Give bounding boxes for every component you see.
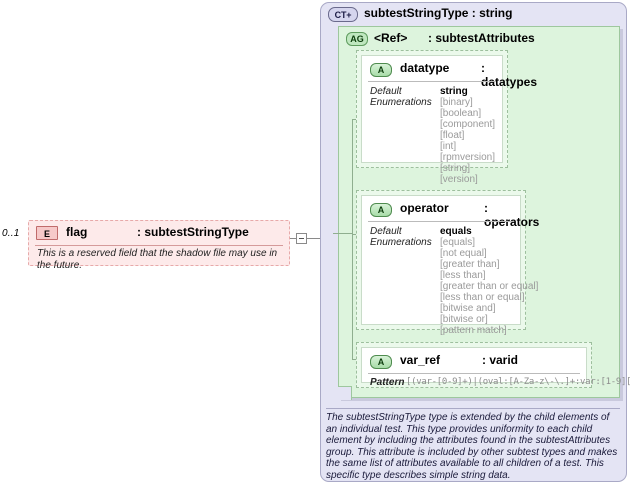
tree-trunk-line: [352, 119, 353, 359]
attribute-group-badge-icon: AG: [346, 32, 368, 46]
attribute-datatype-inner: A datatype : datatypes Default Enumerati…: [361, 55, 537, 185]
attribute-varref-type: : varid: [482, 353, 519, 367]
attribute-datatype-divider: [368, 81, 496, 82]
facet-default-label: Default: [370, 86, 402, 97]
facet-default-value: equals: [440, 226, 472, 237]
tree-entry-line: [333, 233, 352, 234]
attribute-badge-icon: A: [370, 355, 392, 369]
element-flag-header: E flag : subtestStringType: [29, 221, 289, 246]
facet-default-value: string: [440, 86, 468, 97]
element-badge-icon: E: [36, 226, 58, 240]
facet-enumerations-label: Enumerations: [370, 237, 432, 248]
attribute-badge-icon: A: [370, 203, 392, 217]
element-documentation: This is a reserved field that the shadow…: [37, 248, 278, 271]
complex-type-documentation: The subtestStringType type is extended b…: [326, 412, 618, 481]
attribute-varref-name: var_ref: [400, 353, 441, 367]
connector-line-left: [290, 238, 296, 239]
element-divider: [35, 245, 283, 246]
element-name: flag: [66, 225, 88, 239]
attribute-group-notch: [338, 386, 352, 400]
facet-pattern-label: Pattern: [370, 377, 405, 388]
attribute-varref-box[interactable]: A var_ref : varid Pattern [(var-[0-9]+)|…: [356, 342, 630, 388]
facet-enumeration-values: [binary] [boolean] [component] [float] […: [440, 97, 496, 185]
attribute-operator-inner: A operator : operators Default Enumerati…: [361, 195, 539, 336]
attribute-operator-name: operator: [400, 201, 449, 215]
attribute-group-ref-label: <Ref>: [374, 31, 408, 45]
complex-type-badge-icon[interactable]: CT+: [328, 7, 358, 22]
documentation-divider: [326, 408, 620, 409]
complex-type-title: subtestStringType : string: [364, 6, 513, 20]
attribute-operator-divider: [368, 221, 514, 222]
element-flag-box[interactable]: E flag : subtestStringType This is a res…: [28, 220, 290, 271]
attribute-datatype-name: datatype: [400, 61, 450, 75]
facet-enumeration-values: [equals] [not equal] [greater than] [les…: [440, 237, 539, 336]
attribute-operator-box[interactable]: A operator : operators Default Enumerati…: [356, 190, 539, 336]
attribute-badge-icon: A: [370, 63, 392, 77]
element-type: : subtestStringType: [137, 225, 249, 239]
collapse-toggle-icon[interactable]: [296, 233, 307, 244]
facet-pattern-value: [(var-[0-9]+)|(oval:[A-Za-z\-\.]+:var:[1…: [406, 377, 630, 387]
attribute-varref-divider: [368, 373, 580, 374]
attribute-datatype-type: : datatypes: [481, 61, 538, 89]
facet-default-label: Default: [370, 226, 402, 237]
connector-line-right: [307, 238, 321, 239]
attribute-varref-inner: A var_ref : varid Pattern [(var-[0-9]+)|…: [361, 347, 630, 388]
attribute-datatype-box[interactable]: A datatype : datatypes Default Enumerati…: [356, 50, 537, 185]
attribute-operator-type: : operators: [484, 201, 540, 229]
occurrence-indicator: 0..1: [2, 228, 20, 239]
facet-enumerations-label: Enumerations: [370, 97, 432, 108]
attribute-group-type: : subtestAttributes: [428, 31, 535, 45]
